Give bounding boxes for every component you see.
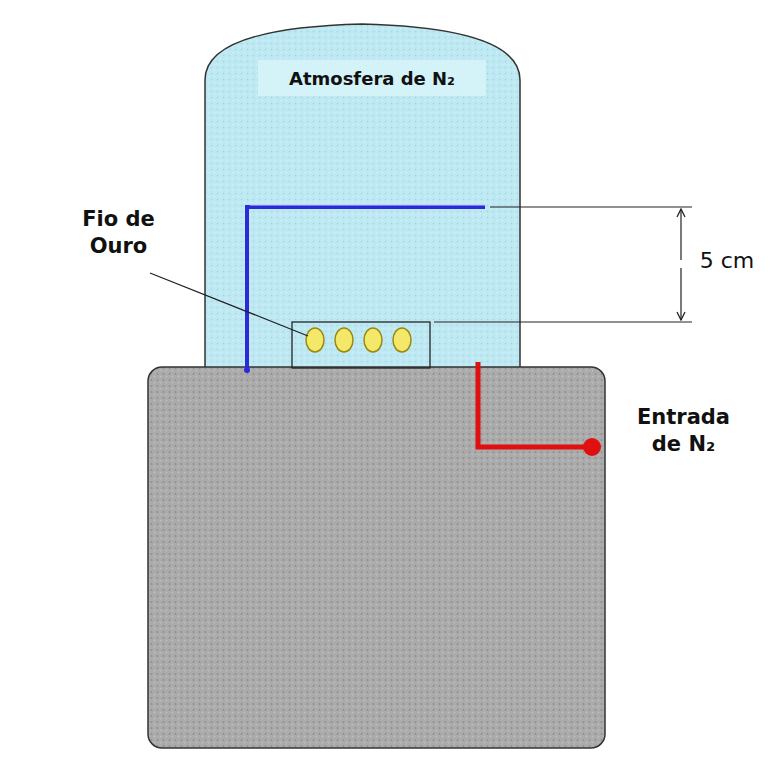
electrode-wire <box>247 207 485 372</box>
dimension-arrow <box>680 268 681 320</box>
part-label: Entrada de N₂ <box>621 404 746 458</box>
dimension-arrow <box>680 209 681 260</box>
box-text: Atmosfera de N₂ <box>289 68 455 89</box>
gold-wire-holder <box>292 322 430 368</box>
pipe-inlet <box>583 438 601 456</box>
label-box: Atmosfera de N₂ <box>258 60 486 96</box>
dimension-extension <box>434 321 692 322</box>
base-housing <box>148 367 605 748</box>
dimension-extension <box>490 206 692 207</box>
wire-foot <box>244 367 250 373</box>
gold-wire-coil <box>306 328 411 352</box>
wire-highlight <box>250 205 485 206</box>
nitrogen-pipe <box>478 362 588 447</box>
part-label: Fio de Ouro <box>61 206 176 260</box>
bell-jar <box>205 24 520 370</box>
dimension-label: 5 cm <box>687 248 767 274</box>
leader-line <box>150 273 308 336</box>
